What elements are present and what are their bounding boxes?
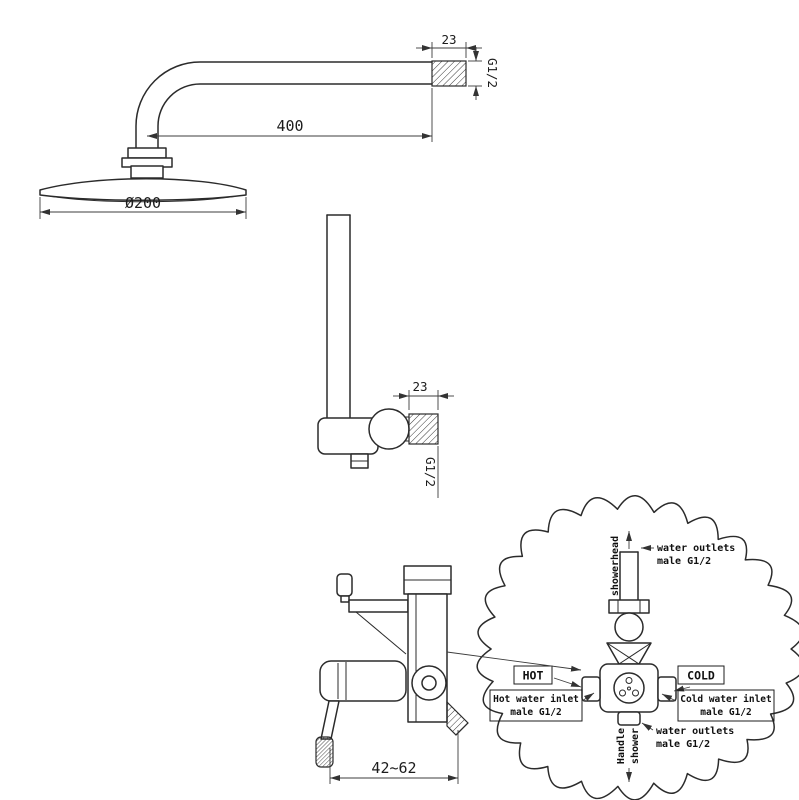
head-diameter-dimension: Ø200 bbox=[39, 194, 247, 219]
cold-inlet-arrow bbox=[661, 693, 677, 702]
hot-label-box bbox=[513, 665, 553, 685]
leader-line-to-detail bbox=[446, 651, 582, 672]
handle-direction-text-2: shower bbox=[630, 728, 641, 764]
cold-label-callout: COLD bbox=[673, 665, 725, 692]
outlet-thread-size-dimension: G1/2 bbox=[423, 446, 439, 498]
cold-inlet-box bbox=[677, 689, 775, 722]
arm-thread-length-text: 23 bbox=[441, 32, 456, 47]
showerhead-direction-text: showerhead bbox=[610, 536, 621, 596]
bottom-outlet-text-2: male G1/2 bbox=[656, 739, 710, 750]
outlet-body bbox=[317, 417, 379, 455]
outlet-thread-size-text: G1/2 bbox=[423, 457, 438, 487]
diverter-knob-base bbox=[340, 595, 350, 603]
schematic-joint-circle bbox=[614, 612, 644, 642]
hot-inlet-arrow bbox=[581, 692, 595, 702]
diverter-knob bbox=[336, 573, 353, 597]
hot-inlet-callout: Hot water inlet male G1/2 bbox=[489, 689, 595, 722]
outlet-thread-length-text: 23 bbox=[412, 379, 427, 394]
schematic-screw-2 bbox=[619, 689, 626, 697]
schematic-screw-3 bbox=[632, 689, 639, 697]
outlet-wall-thread bbox=[408, 413, 439, 445]
hot-arrow bbox=[553, 677, 582, 688]
diverter-bar bbox=[348, 599, 409, 613]
valve-handle-body bbox=[319, 660, 407, 702]
schematic-screw-center bbox=[627, 686, 631, 691]
cold-label-text: COLD bbox=[687, 669, 715, 683]
valve-brace-line bbox=[355, 611, 407, 655]
top-outlet-text-2: male G1/2 bbox=[657, 556, 711, 567]
handle-grip bbox=[315, 736, 334, 768]
hot-inlet-text-1: Hot water inlet bbox=[493, 694, 579, 705]
hot-inlet-text-2: male G1/2 bbox=[510, 707, 561, 718]
head-diameter-text: Ø200 bbox=[125, 194, 161, 212]
shower-head-face-line bbox=[51, 196, 235, 203]
hot-inlet-box bbox=[489, 689, 583, 722]
valve-depth-dimension: 42~62 bbox=[329, 730, 459, 784]
shower-arm-assembly: 23 G1/2 400 Ø200 bbox=[39, 32, 500, 219]
arm-outer-outline bbox=[135, 61, 433, 149]
schematic-screw-1 bbox=[625, 677, 633, 684]
cold-inlet-callout: Cold water inlet male G1/2 bbox=[661, 689, 775, 722]
arm-inner-outline bbox=[157, 83, 433, 149]
arm-thread-size-text: G1/2 bbox=[485, 58, 500, 88]
arm-thread-length-dimension: 23 bbox=[416, 32, 482, 58]
mixer-valve-assembly: 42~62 bbox=[315, 565, 469, 784]
schematic-cone-cross-1 bbox=[606, 642, 640, 665]
handle-lever bbox=[320, 700, 340, 740]
bottom-outlet-arrow bbox=[641, 722, 654, 731]
cold-inlet-text-2: male G1/2 bbox=[700, 707, 751, 718]
hot-label-text: HOT bbox=[523, 669, 544, 683]
valve-port-inner-circle bbox=[421, 675, 437, 691]
schematic-hot-stub bbox=[581, 676, 601, 702]
detail-callout-cloud: showerhead water outlets male G1/2 HOT C… bbox=[476, 495, 799, 800]
schematic-cold-stub bbox=[657, 676, 677, 702]
schematic-nut bbox=[608, 599, 650, 614]
schematic-cone-cross-2 bbox=[618, 642, 652, 665]
valve-angle-stub bbox=[446, 700, 469, 736]
hand-shower-outlet-assembly: 23 G1/2 bbox=[317, 214, 454, 498]
arm-length-dimension: 400 bbox=[147, 88, 433, 142]
cold-label-box bbox=[677, 665, 725, 685]
arm-nut bbox=[127, 147, 167, 159]
arm-wall-thread bbox=[431, 60, 467, 87]
showerhead-direction-callout: showerhead bbox=[610, 531, 632, 596]
schematic-bottom-stub bbox=[617, 711, 641, 726]
valve-depth-text: 42~62 bbox=[371, 759, 416, 777]
arm-length-text: 400 bbox=[276, 117, 303, 135]
cold-inlet-text-1: Cold water inlet bbox=[680, 694, 772, 705]
valve-body-plate bbox=[407, 593, 448, 723]
arm-thread-size-dimension: G1/2 bbox=[468, 47, 500, 100]
top-outlet-callout: water outlets male G1/2 bbox=[641, 543, 735, 567]
handle-direction-text-1: Handle bbox=[616, 728, 627, 764]
hot-label-callout: HOT bbox=[513, 665, 582, 688]
valve-port-circle bbox=[411, 665, 447, 701]
handle-direction-callout: Handle shower bbox=[616, 728, 641, 782]
top-outlet-text-1: water outlets bbox=[657, 543, 735, 554]
cold-arrow bbox=[673, 685, 691, 692]
outlet-thread-length-dimension: 23 bbox=[393, 379, 454, 410]
bottom-outlet-callout: water outlets male G1/2 bbox=[641, 722, 734, 750]
shower-head-disc bbox=[39, 178, 247, 201]
bottom-outlet-text-1: water outlets bbox=[656, 726, 734, 737]
head-cap bbox=[130, 165, 164, 179]
outlet-flange-circle bbox=[368, 408, 410, 450]
